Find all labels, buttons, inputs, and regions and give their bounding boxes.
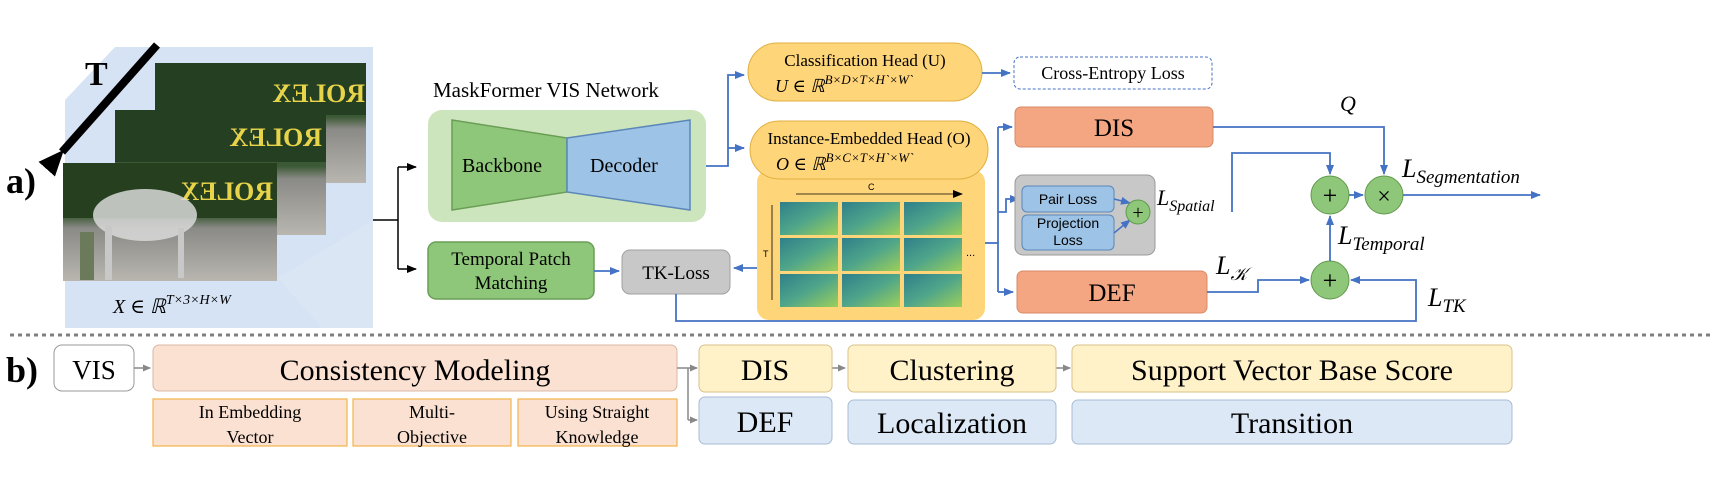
- instance-head-title: Instance-Embedded Head (O): [768, 129, 971, 148]
- b-dis-box: [698, 344, 833, 393]
- feature-grid-c-label: C: [868, 182, 875, 192]
- classification-head-title: Classification Head (U): [784, 51, 945, 70]
- clustering-box: [847, 344, 1057, 393]
- sub-item-straight-knowledge-box: [517, 398, 678, 447]
- decoder-label: Decoder: [590, 155, 658, 177]
- decoder-block: [566, 119, 691, 211]
- instance-head-box: [749, 120, 989, 180]
- sub-item-multi-objective-label: Multi-Objective: [397, 402, 467, 447]
- l-segmentation-label: LSegmentation: [1401, 154, 1520, 188]
- sub-item-embedding-box: [152, 398, 348, 447]
- feature-grid: C T ...: [763, 182, 975, 307]
- pair-loss-label: Pair Loss: [1039, 191, 1097, 207]
- network-output-arrows: [706, 71, 745, 167]
- backbone-label: Backbone: [462, 155, 542, 177]
- panel-b-arrows: [677, 364, 1071, 424]
- b-def-box: [698, 396, 833, 445]
- b-dis-label: DIS: [741, 354, 789, 387]
- input-formula: X ∈ ℝT×3×H×W: [112, 293, 232, 318]
- localization-box: [847, 399, 1057, 445]
- instance-output-arrows: [985, 123, 1020, 296]
- panel-a-label: a): [6, 161, 36, 201]
- l-k-label: L𝒦: [1215, 251, 1252, 284]
- bottom-plus-symbol: +: [1323, 266, 1338, 295]
- panel-b-label: b): [6, 350, 38, 390]
- transition-label: Transition: [1231, 407, 1353, 440]
- clustering-label: Clustering: [890, 354, 1015, 387]
- classification-head-formula: U ∈ ℝB×D×T×H`×W`: [775, 72, 914, 96]
- vis-label: VIS: [72, 355, 116, 385]
- instance-head-formula: O ∈ ℝB×C×T×H`×W`: [776, 150, 914, 174]
- classification-head-box: [747, 42, 983, 102]
- svg-text:ROLEX: ROLEX: [272, 79, 365, 108]
- support-vector-label: Support Vector Base Score: [1131, 354, 1453, 387]
- l-tk-label: LTK: [1427, 283, 1467, 317]
- cross-entropy-loss-label: Cross-Entropy Loss: [1041, 63, 1185, 83]
- feature-grid-t-label: T: [763, 249, 769, 259]
- video-frame-1: ROLEX: [63, 163, 277, 281]
- time-arrow: [38, 42, 160, 177]
- fusion-arrows: [675, 126, 1541, 322]
- network-title: MaskFormer VIS Network: [433, 78, 659, 102]
- l-temporal-label: LTemporal: [1337, 221, 1425, 255]
- spatial-inner-arrows: [1113, 196, 1131, 234]
- spatial-plus-symbol: +: [1132, 202, 1143, 224]
- l-spatial-label: LSpatial: [1156, 185, 1215, 215]
- time-label: T: [85, 56, 108, 93]
- q-label: Q: [1340, 91, 1356, 116]
- consistency-modeling-label: Consistency Modeling: [280, 354, 551, 387]
- spatial-plus-node: [1125, 199, 1151, 225]
- svg-text:ROLEX: ROLEX: [229, 123, 322, 152]
- dis-label: DIS: [1094, 115, 1134, 142]
- feature-grid-ellipsis: ...: [966, 247, 975, 259]
- b-def-label: DEF: [737, 406, 794, 439]
- support-vector-box: [1071, 344, 1513, 393]
- def-label: DEF: [1088, 280, 1135, 307]
- localization-label: Localization: [877, 407, 1027, 440]
- sub-item-multi-objective-box: [352, 398, 512, 447]
- input-split-arrows: [373, 163, 417, 273]
- top-plus-symbol: +: [1323, 181, 1338, 210]
- cross-entropy-loss-box: [1013, 56, 1213, 90]
- svg-text:ROLEX: ROLEX: [180, 177, 273, 206]
- input-video-stack: ROLEX ROLEX ROLEX T X ∈ ℝT×3×H×W: [38, 42, 373, 328]
- transition-box: [1071, 399, 1513, 445]
- tk-loss-label: TK-Loss: [642, 263, 710, 284]
- times-symbol: ×: [1377, 184, 1391, 210]
